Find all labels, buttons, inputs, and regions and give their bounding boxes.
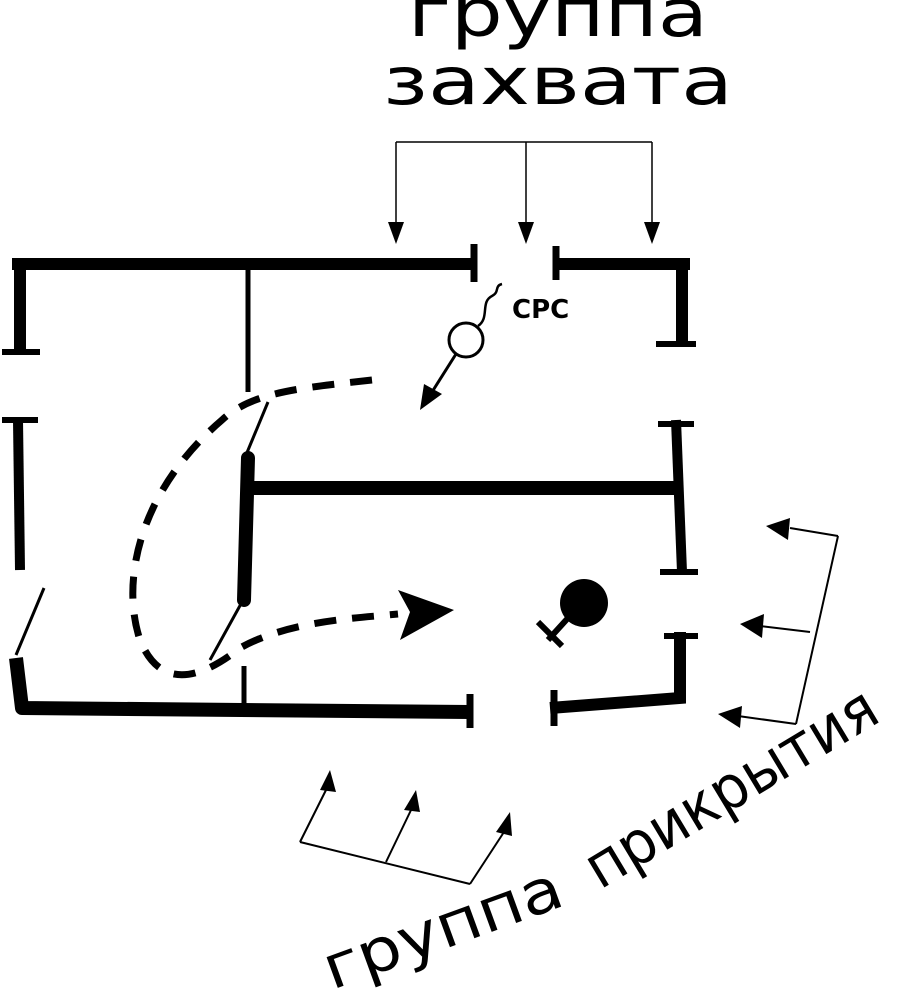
- device-circle: [447, 321, 485, 359]
- door-leaf-interior-upper: [244, 401, 270, 456]
- target-arms: [535, 619, 565, 649]
- wall-right-middle: [671, 419, 687, 573]
- arrowhead-up-2: [404, 790, 420, 812]
- cover-group-right-arrowheads: [718, 518, 790, 728]
- arrowhead-left-1: [766, 518, 790, 540]
- device-direction-line: [430, 353, 458, 393]
- capture-group-arrows: [395, 141, 653, 222]
- arrowhead-left-2: [740, 614, 764, 638]
- capture-group-title-line1: группа: [408, 0, 708, 52]
- arrowhead-left-3: [718, 706, 742, 728]
- door-leaf-interior-lower: [208, 601, 244, 661]
- device-label: СРС: [512, 295, 569, 325]
- cover-group-title-word1: группа: [313, 853, 572, 993]
- door-leaf-left: [14, 587, 46, 656]
- building-walls: [2, 244, 698, 728]
- cover-group-right-arrows: [737, 527, 839, 725]
- arrowhead-up-3: [496, 812, 512, 836]
- wall-interior-vertical-thick: [237, 451, 255, 607]
- arrowhead-up-1: [320, 770, 336, 792]
- wall-bottom-left: [9, 657, 471, 719]
- arrowhead-down-2: [518, 222, 534, 244]
- wall-bottom-right: [549, 632, 686, 714]
- cover-group-bottom-arrows: [299, 789, 505, 885]
- device-antenna: [477, 282, 503, 328]
- wall-left-middle: [13, 419, 25, 571]
- target-icon: [535, 579, 608, 649]
- movement-path-arrowhead: [398, 590, 454, 640]
- cover-group-bottom-arrowheads: [320, 770, 512, 836]
- device-direction-arrowhead: [420, 384, 442, 410]
- device-icon: СРС: [420, 282, 569, 410]
- movement-path: [129, 376, 454, 679]
- arrowhead-down-1: [388, 222, 404, 244]
- target-head: [560, 579, 608, 627]
- capture-group-arrowheads: [388, 222, 660, 244]
- arrowhead-down-3: [644, 222, 660, 244]
- capture-group-title: группа захвата: [383, 0, 733, 120]
- capture-group-title-line2: захвата: [383, 43, 733, 120]
- movement-path-dashed: [129, 376, 399, 679]
